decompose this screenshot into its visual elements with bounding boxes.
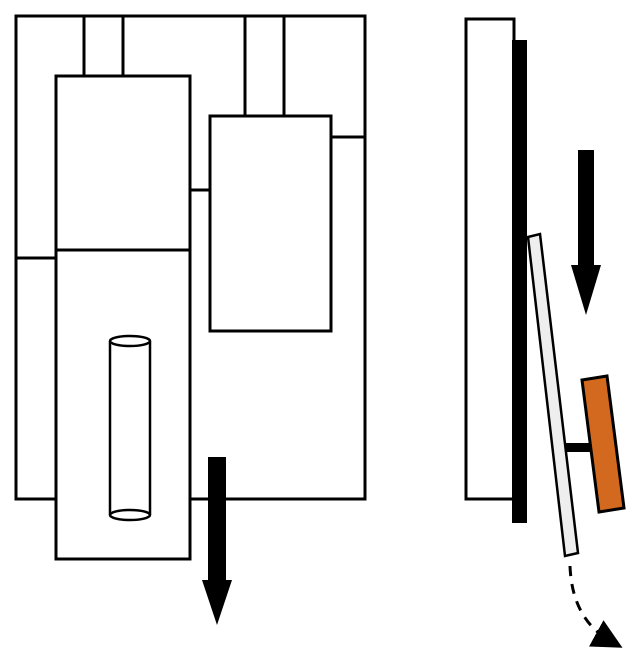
front-down-arrow: [202, 457, 232, 625]
front-view: [14, 14, 367, 625]
upper-left-rod: [82, 14, 125, 78]
upper-left-box: [54, 74, 192, 252]
tilted-slider: [526, 232, 580, 558]
cylinder: [108, 334, 152, 522]
orange-handle: [580, 374, 626, 514]
side-view: [464, 17, 626, 648]
right-box: [208, 114, 333, 333]
black-rail: [512, 40, 527, 523]
handle-stem: [566, 443, 591, 452]
curved-dashed-arrow: [568, 565, 623, 648]
upper-right-rod: [243, 14, 286, 118]
side-panel: [464, 17, 516, 501]
side-down-arrow: [571, 150, 601, 315]
